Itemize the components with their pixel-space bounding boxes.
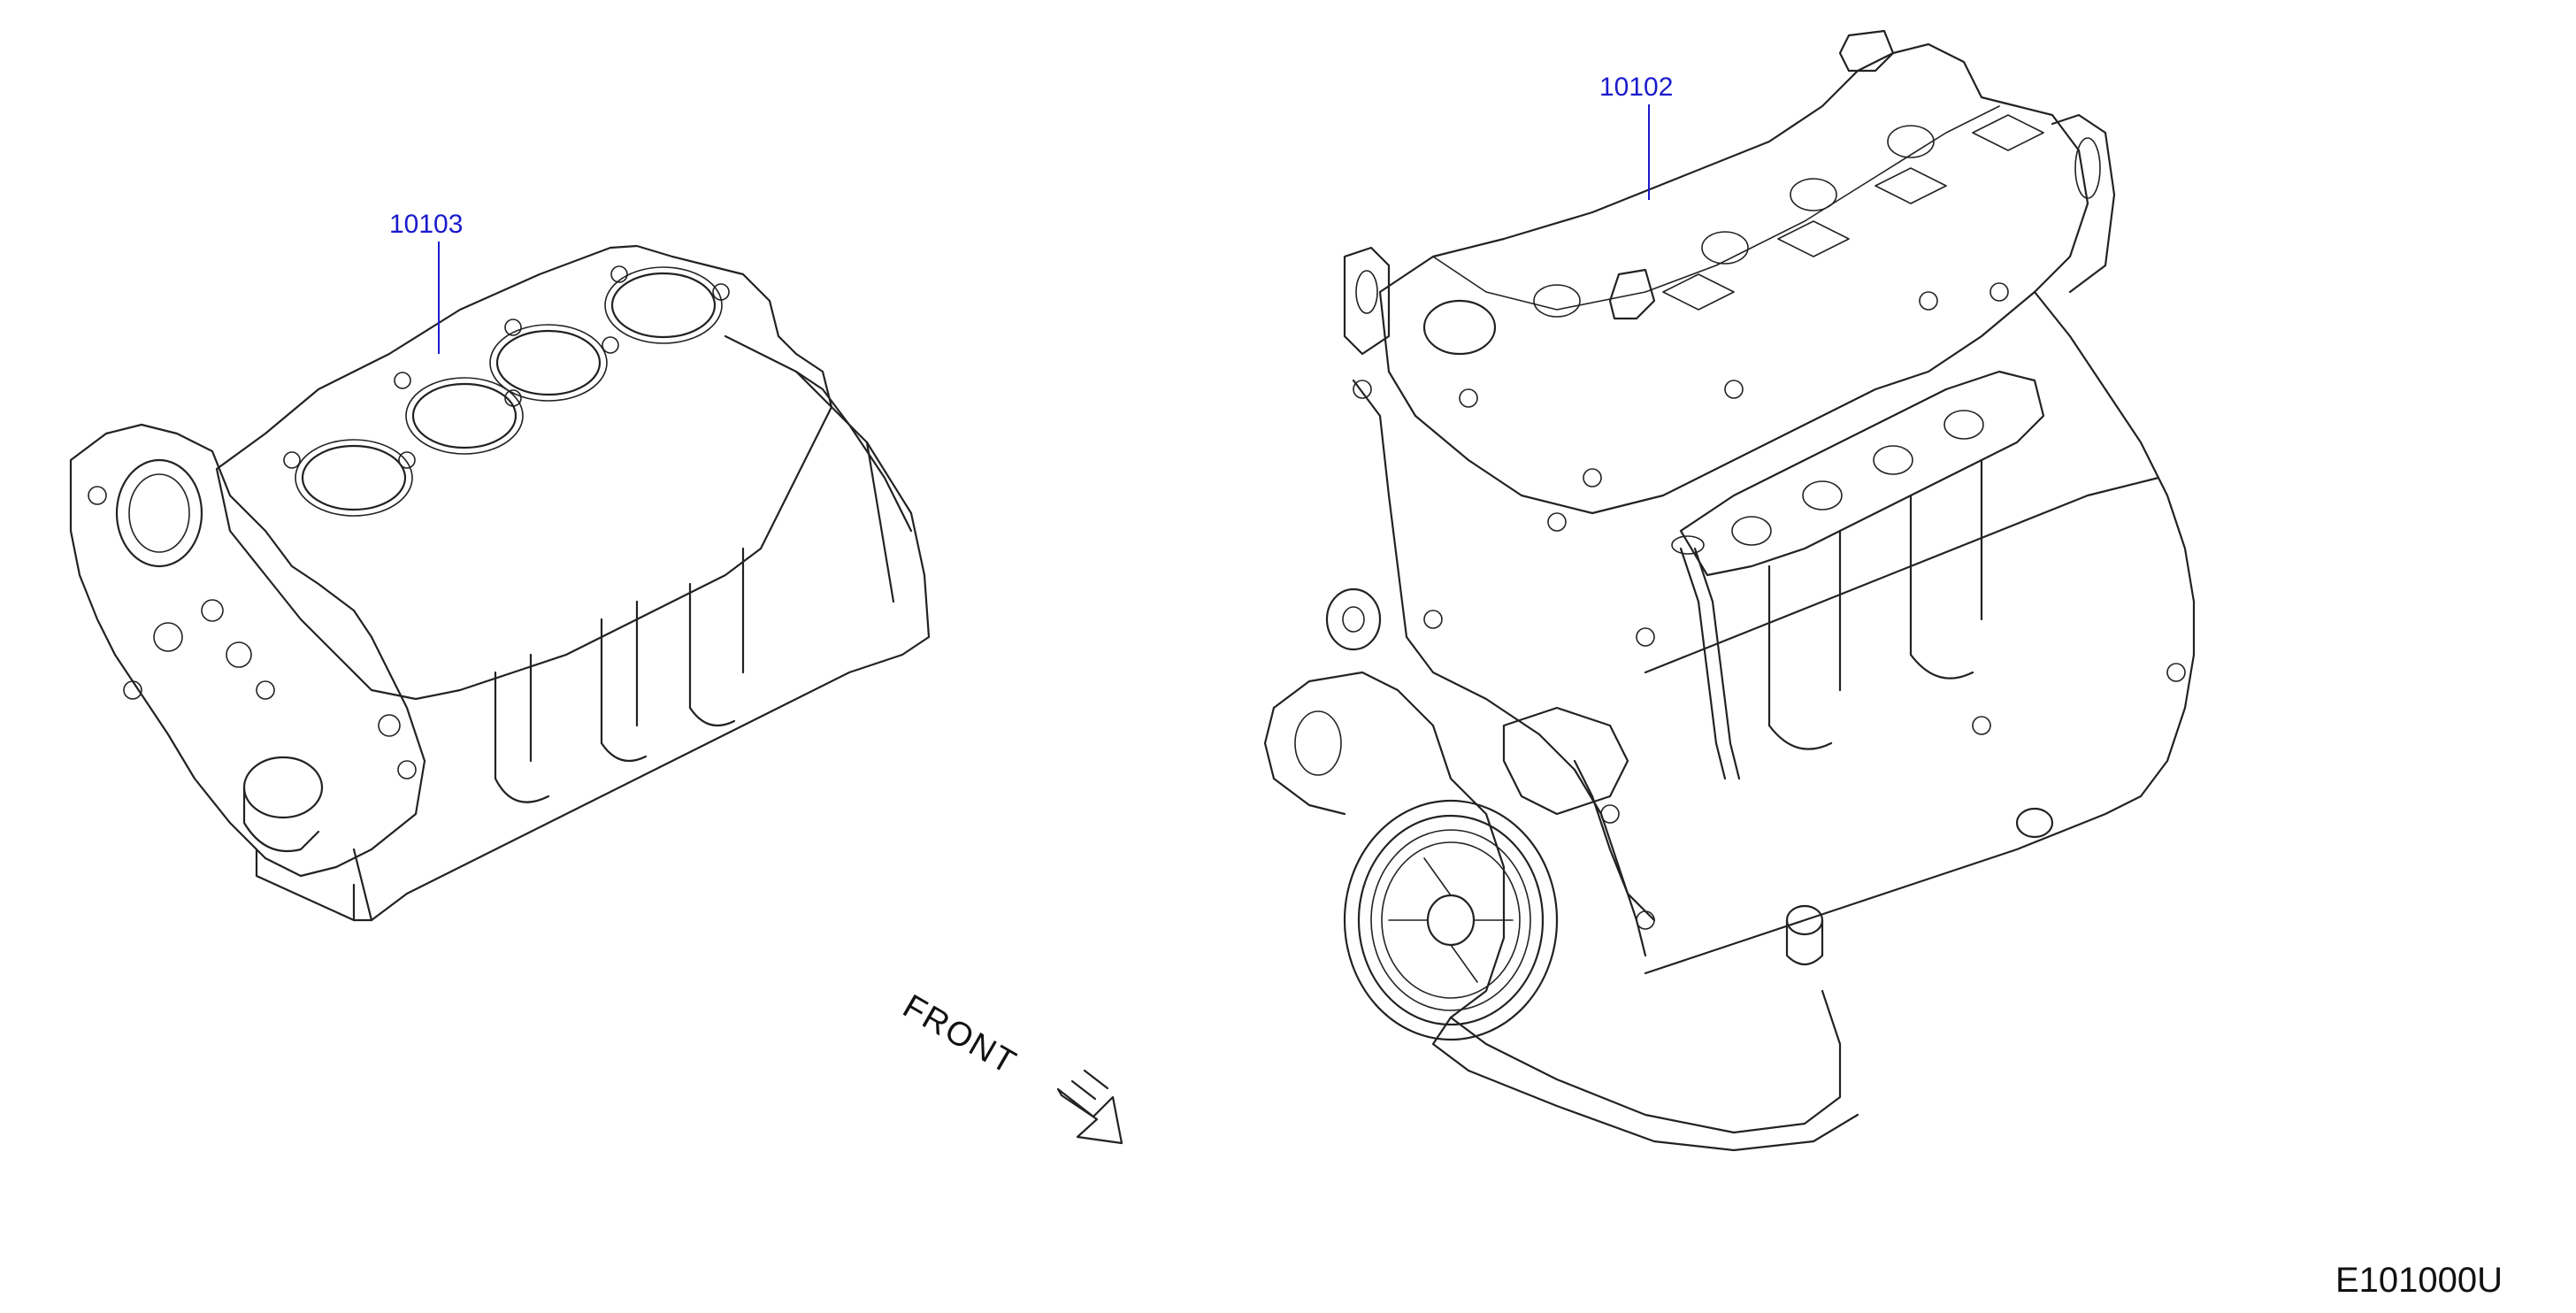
cylinder-block-drawing [69, 244, 931, 922]
callout-label-cylinder-block: 10103 [389, 210, 463, 239]
engine-assembly-drawing [1263, 29, 2196, 1152]
callout-label-engine-assembly: 10102 [1599, 73, 1673, 102]
front-arrow-icon [1056, 1069, 1123, 1145]
front-label: FRONT [897, 987, 1024, 1082]
callout-10102: 10102 [1599, 73, 1673, 200]
diagram-code: E101000U [2335, 1261, 2503, 1300]
callout-10103: 10103 [389, 210, 463, 354]
front-direction-indicator: FRONT [897, 987, 1123, 1145]
